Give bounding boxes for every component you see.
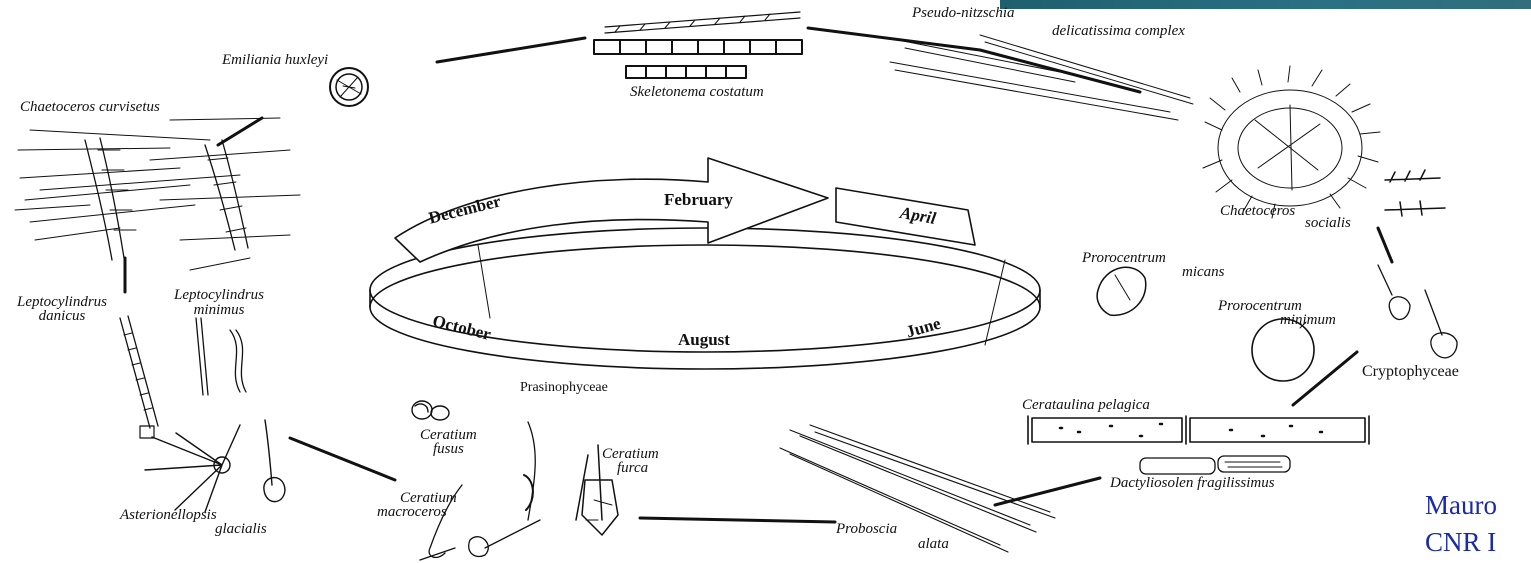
label-ceratium-macroceros-species: macroceros	[377, 505, 447, 520]
emiliania-drawing	[330, 68, 368, 106]
leptocylindrus-danicus-drawing	[120, 316, 158, 438]
month-august: August	[678, 330, 730, 350]
label-skeletonema-costatum: Skeletonema costatum	[630, 85, 764, 100]
label-dactyliosolen-fragilissimus: Dactyliosolen fragilissimus	[1110, 476, 1275, 491]
label-chaetoceros-socialis-genus: Chaetoceros	[1220, 204, 1295, 219]
prasinophyceae-drawing	[412, 401, 449, 420]
ceratium-fusus-drawing	[524, 422, 535, 520]
label-proboscia-genus: Proboscia	[836, 522, 897, 537]
asterionellopsis-drawing	[145, 420, 285, 512]
label-asterionellopsis-species: glacialis	[215, 522, 267, 537]
label-cryptophyceae: Cryptophyceae	[1362, 364, 1459, 379]
chaetoceros-curvisetus-drawing	[15, 118, 300, 270]
label-prorocentrum-micans-genus: Prorocentrum	[1082, 251, 1166, 266]
label-delicatissima-complex: delicatissima complex	[1052, 24, 1185, 39]
proboscia-drawing	[780, 425, 1055, 552]
label-cerataulina-pelagica: Cerataulina pelagica	[1022, 398, 1150, 413]
cryptophyceae-drawing	[1378, 265, 1457, 358]
label-prorocentrum-micans-species: micans	[1182, 265, 1225, 280]
prorocentrum-micans-drawing	[1097, 267, 1146, 315]
label-asterionellopsis-genus: Asterionellopsis	[120, 508, 217, 523]
label-ceratium-fusus-species: fusus	[433, 442, 464, 457]
label-prasinophyceae: Prasinophyceae	[520, 380, 608, 395]
pseudo-nitzschia-drawing	[890, 35, 1193, 120]
label-chaetoceros-socialis-species: socialis	[1305, 216, 1351, 231]
ring-bottom-edge	[370, 245, 1040, 369]
label-ceratium-furca-species: furca	[617, 461, 648, 476]
label-leptocylindrus-minimus-genus: Leptocylindrus	[148, 288, 290, 303]
prorocentrum-minimum-drawing	[1252, 319, 1314, 381]
leptocylindrus-minimus-drawing	[196, 318, 246, 395]
author-credit-line1: Mauro	[1425, 490, 1497, 521]
label-proboscia-species: alata	[918, 537, 949, 552]
month-february: February	[664, 190, 733, 210]
skeletonema-drawing	[594, 12, 802, 78]
label-prorocentrum-minimum-species: minimum	[1280, 313, 1336, 328]
author-credit-line2: CNR I	[1425, 527, 1496, 558]
cerataulina-drawing	[1028, 416, 1369, 444]
label-emiliania-huxleyi: Emiliania huxleyi	[222, 53, 328, 68]
dactyliosolen-drawing	[1140, 456, 1290, 474]
label-pseudo-nitzschia: Pseudo-nitzschia	[912, 6, 1015, 21]
label-chaetoceros-curvisetus: Chaetoceros curvisetus	[20, 100, 160, 115]
chaetoceros-socialis-drawing	[1203, 66, 1445, 218]
label-leptocylindrus-danicus-species: danicus	[6, 309, 118, 324]
label-leptocylindrus-minimus-species: minimus	[148, 303, 290, 318]
